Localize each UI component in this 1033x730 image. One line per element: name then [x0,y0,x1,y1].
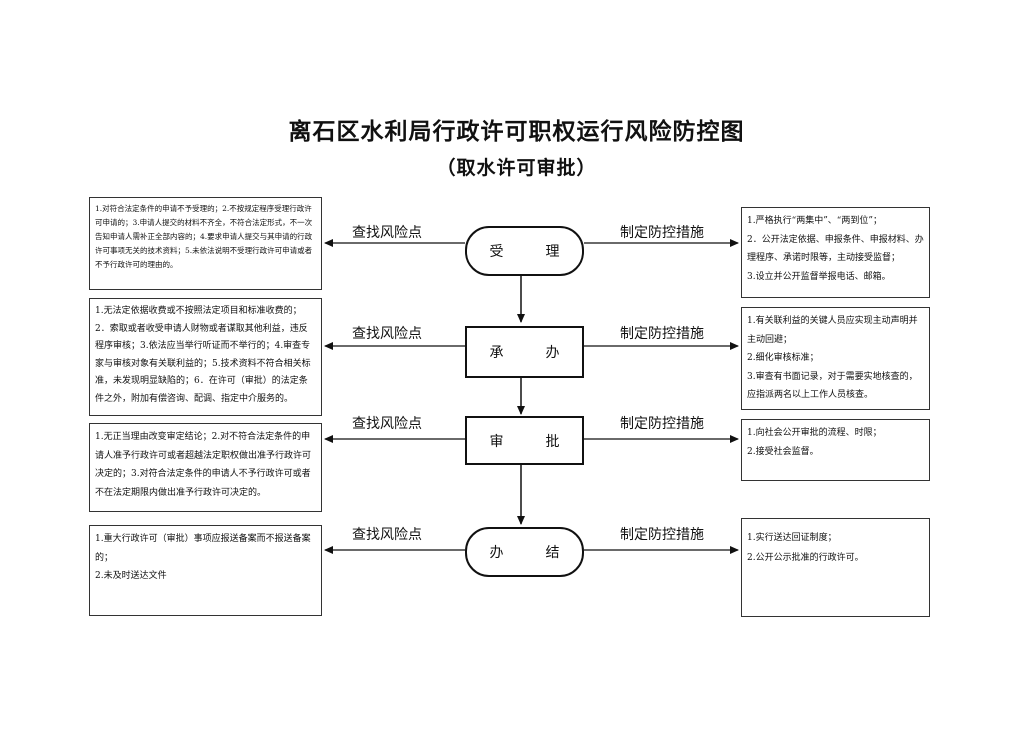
risk-box-handle: 1.无法定依据收费或不按照法定项目和标准收费的； 2．索取或者收受申请人财物或者… [89,298,322,416]
step-node-complete: 办 结 [465,527,584,577]
page-subtitle: （取水许可审批） [436,157,597,179]
step-node-approve: 审 批 [465,416,584,465]
risk-label-3: 查找风险点 [352,416,422,432]
control-item: 2．公开法定依据、申报条件、申报材料、办理程序、承诺时限等，主动接受监督； [747,234,924,264]
control-item: 1.实行送达回证制度； [747,533,837,543]
control-box-approve: 1.向社会公开审批的流程、时限； 2.接受社会监督。 [741,419,930,481]
step-node-accept: 受 理 [465,226,584,276]
control-item: 2.公开公示批准的行政许可。 [747,553,864,563]
control-item: 2.接受社会监督。 [747,447,819,457]
control-label-4: 制定防控措施 [620,527,704,543]
risk-label-1: 查找风险点 [352,225,422,241]
control-item: 2.细化审核标准； [747,353,819,363]
risk-box-accept: 1.对符合法定条件的申请不予受理的；2.不按规定程序受理行政许可申请的；3.申请… [89,197,322,290]
control-box-accept: 1.严格执行“两集中”、“两到位”； 2．公开法定依据、申报条件、申报材料、办理… [741,207,930,298]
control-item: 1.严格执行“两集中”、“两到位”； [747,216,882,226]
control-item: 1.向社会公开审批的流程、时限； [747,428,882,438]
risk-item: 1.无法定依据收费或不按照法定项目和标准收费的； [95,306,302,316]
risk-item: 1.重大行政许可（审批）事项应报送备案而不报送备案的； [95,534,311,563]
risk-item: 2．索取或者收受申请人财物或者谋取其他利益，违反程序审核；3.依法应当举行听证而… [95,323,311,404]
control-item: 3.审查有书面记录，对于需要实地核查的，应指派两名以上工作人员核查。 [747,371,918,401]
risk-box-complete: 1.重大行政许可（审批）事项应报送备案而不报送备案的； 2.未及时送达文件 [89,525,322,616]
control-label-1: 制定防控措施 [620,225,704,241]
risk-item: 1.无正当理由改变审定结论；2.对不符合法定条件的申请人准予行政许可或者超越法定… [95,432,312,498]
control-box-complete: 1.实行送达回证制度； 2.公开公示批准的行政许可。 [741,518,930,617]
step-node-handle: 承 办 [465,326,584,378]
control-label-3: 制定防控措施 [620,416,704,432]
page-title: 离石区水利局行政许可职权运行风险防控图 [288,118,745,145]
risk-box-approve: 1.无正当理由改变审定结论；2.对不符合法定条件的申请人准予行政许可或者超越法定… [89,423,322,512]
control-item: 3.设立并公开监督举报电话、邮箱。 [747,271,891,282]
control-label-2: 制定防控措施 [620,326,704,342]
control-item: 1.有关联利益的关键人员应实现主动声明并主动回避； [747,316,918,345]
risk-item: 2.未及时送达文件 [95,571,167,581]
control-box-handle: 1.有关联利益的关键人员应实现主动声明并主动回避； 2.细化审核标准； 3.审查… [741,307,930,410]
risk-item: 1.对符合法定条件的申请不予受理的；2.不按规定程序受理行政许可申请的；3.申请… [95,204,313,269]
risk-label-4: 查找风险点 [352,527,422,543]
risk-label-2: 查找风险点 [352,326,422,342]
